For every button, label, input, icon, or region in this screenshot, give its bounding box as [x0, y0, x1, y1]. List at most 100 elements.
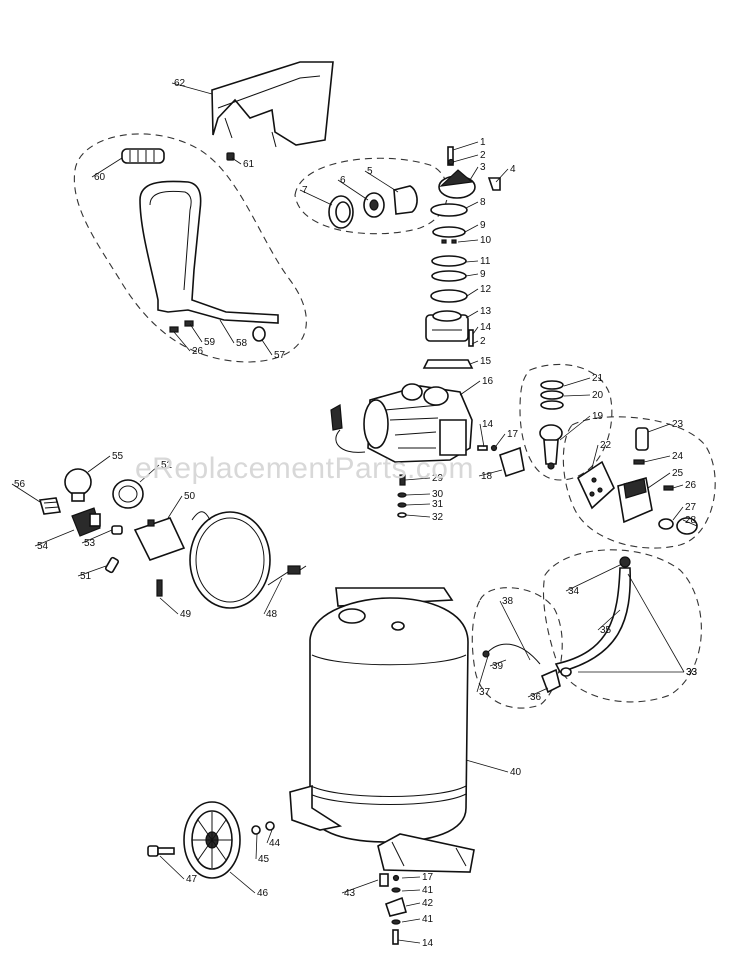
callout-label-12: 12 — [480, 284, 492, 295]
screw-59-part — [184, 320, 194, 327]
oring-27-part — [658, 518, 674, 530]
leader-line-31 — [405, 503, 431, 506]
handle-group-outline — [73, 133, 307, 363]
callout-label-10: 10 — [480, 235, 492, 246]
callout-label-61: 61 — [243, 159, 255, 170]
pin-14-mid-part — [477, 445, 488, 451]
callout-label-34: 34 — [568, 586, 580, 597]
pump-head-group-outline — [294, 157, 449, 235]
callout-label-50: 50 — [184, 491, 196, 502]
callout-label-62: 62 — [174, 78, 186, 89]
callout-label-35: 35 — [600, 625, 612, 636]
callout-label-24: 24 — [672, 451, 684, 462]
leader-line-3 — [469, 166, 479, 181]
leader-line-10 — [457, 239, 479, 243]
leader-line-52 — [139, 464, 160, 483]
pressure-switch-25-part — [617, 476, 653, 524]
callout-label-7: 7 — [302, 185, 308, 196]
leader-line-22 — [591, 444, 599, 469]
leader-line-28 — [682, 519, 698, 527]
connector-18-part — [499, 446, 525, 478]
gauge-52-part — [112, 479, 144, 509]
leader-line-23 — [647, 423, 671, 433]
valve-56-part — [38, 497, 62, 515]
fitting-34-part — [619, 556, 631, 568]
leader-line-25 — [647, 472, 671, 489]
regulator-54-part — [71, 507, 101, 537]
leader-line-9 — [465, 273, 479, 277]
power-cord-48-part — [189, 511, 307, 609]
callout-label-21: 21 — [592, 373, 604, 384]
screw-26-right-part — [663, 485, 674, 491]
leader-line-6 — [337, 179, 369, 201]
leader-line-34 — [565, 563, 623, 592]
callout-label-26: 26 — [685, 480, 697, 491]
leader-line-1 — [452, 141, 479, 151]
leader-line-20 — [563, 394, 591, 397]
callout-label-33: 33 — [686, 667, 698, 678]
leader-line-60 — [91, 157, 123, 178]
leader-line-58 — [219, 319, 235, 344]
callout-label-8: 8 — [480, 197, 486, 208]
leader-lines — [11, 82, 698, 944]
callout-label-45: 45 — [258, 854, 270, 865]
fitting-37-part — [482, 650, 490, 658]
leader-line-14 — [479, 423, 485, 448]
callout-label-41: 41 — [422, 914, 434, 925]
callout-label-37: 37 — [479, 687, 491, 698]
leader-line-13 — [465, 310, 479, 319]
callout-label-9: 9 — [480, 269, 486, 280]
cylinder-head-cap-part — [438, 169, 476, 199]
callout-label-42: 42 — [422, 898, 434, 909]
callout-label-4: 4 — [510, 164, 516, 175]
piston-group-outline — [519, 363, 613, 481]
gasket-stack-part — [430, 203, 468, 303]
leader-line-9 — [464, 224, 479, 233]
callout-label-40: 40 — [510, 767, 522, 778]
air-tank-40-part — [289, 587, 475, 873]
check-valve-36-part — [540, 667, 572, 694]
hose-group-outline — [542, 549, 702, 703]
leader-line-16 — [459, 380, 481, 396]
leader-line-5 — [364, 170, 399, 193]
valve-plate-13-part — [425, 310, 469, 342]
leader-line-14 — [397, 939, 421, 944]
callout-label-44: 44 — [269, 838, 281, 849]
leader-line-29 — [404, 477, 431, 481]
piston-rod-part — [539, 380, 564, 470]
leader-line-45 — [255, 833, 258, 860]
leader-line-24 — [643, 455, 671, 463]
filter-23-part — [635, 427, 649, 451]
leader-line-30 — [405, 493, 431, 496]
washer-2-top-part — [447, 158, 455, 166]
callout-label-5: 5 — [367, 166, 373, 177]
drain-parts-part — [379, 873, 407, 945]
leader-line-14 — [472, 326, 479, 335]
pressure-box-50-part — [133, 517, 186, 561]
wheel-46-part — [183, 801, 241, 879]
leader-line-41 — [401, 889, 421, 892]
leader-line-47 — [159, 855, 185, 880]
leader-line-33 — [627, 573, 685, 673]
leader-line-2 — [471, 340, 479, 345]
leader-line-7 — [299, 189, 333, 206]
callout-label-14: 14 — [482, 419, 494, 430]
bearing-group-part — [328, 185, 418, 229]
callout-label-38: 38 — [502, 596, 514, 607]
callout-label-31: 31 — [432, 499, 444, 510]
callout-label-53: 53 — [84, 538, 96, 549]
spring-49-part — [156, 579, 163, 597]
nut-44-part — [265, 821, 275, 831]
gasket-15-part — [422, 359, 474, 369]
callout-label-58: 58 — [236, 338, 248, 349]
washer-17-mid-part — [490, 444, 498, 452]
leader-line-17 — [401, 876, 421, 879]
callout-label-48: 48 — [266, 609, 278, 620]
callout-label-22: 22 — [600, 440, 612, 451]
callout-label-32: 32 — [432, 512, 444, 523]
callout-label-60: 60 — [94, 172, 106, 183]
cover-plate-22-part — [576, 460, 615, 510]
callout-label-41: 41 — [422, 885, 434, 896]
handle-inner-line — [149, 190, 192, 291]
